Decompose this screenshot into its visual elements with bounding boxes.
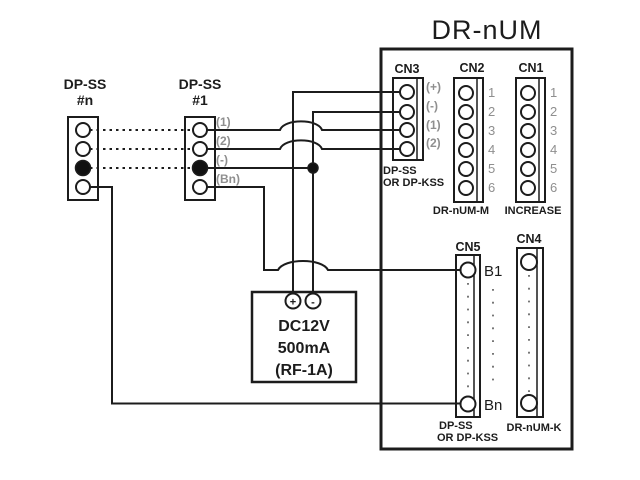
- cn5-caption-line1: DP-SS: [439, 420, 473, 432]
- cn3-pin-label-minus: (-): [426, 99, 438, 113]
- cn2-label: CN2: [459, 61, 484, 75]
- cn5-caption-line2: OR DP-KSS: [437, 432, 498, 444]
- main-unit-title: DR-nUM: [432, 15, 543, 45]
- cn1-pin-number: 5: [550, 161, 557, 176]
- cn2-pin-2: [458, 104, 474, 120]
- junction-dot: [307, 162, 319, 174]
- cn3-pin-minus: [399, 104, 415, 120]
- dpss-1-pin-bn: [192, 179, 208, 195]
- dpss-n-unit: DP-SS #n: [64, 76, 107, 201]
- cn1-connector: CN1 1 2 3 4 5 6 INCREASE: [505, 61, 562, 217]
- psu-model: (RF-1A): [275, 362, 333, 379]
- cn1-pin-2: [520, 104, 536, 120]
- cn2-pin-number: 5: [488, 161, 495, 176]
- cn3-pin-2: [399, 141, 415, 157]
- minus-terminal-icon: [304, 292, 322, 310]
- main-unit-body: [379, 47, 574, 451]
- dpss-1-pin-label-1: (1): [216, 115, 231, 129]
- cn1-pin-1: [520, 85, 536, 101]
- psu-current: 500mA: [278, 340, 331, 357]
- wire-plus: [292, 91, 401, 294]
- dpss-n-pin-minus-filled: [74, 159, 92, 177]
- cn5-pin-b1: [459, 261, 477, 279]
- cn1-pin-5: [520, 161, 536, 177]
- plus-terminal-icon: [284, 292, 302, 310]
- dpss-1-body: [184, 116, 216, 201]
- cn4-pin-bottom: [520, 394, 538, 412]
- cn5-connector: CN5 B1 Bn DP-SS OR DP-KSS: [437, 240, 502, 444]
- cn3-connector: CN3 (+) (-) (1) (2) DP-SS OR DP-KSS: [383, 62, 444, 189]
- dpss-1-title: DP-SS: [179, 76, 222, 92]
- cn1-pin-number: 2: [550, 104, 557, 119]
- cn4-label: CN4: [516, 232, 541, 246]
- cn3-caption-line1: DP-SS: [383, 165, 417, 177]
- cn2-pin-4: [458, 142, 474, 158]
- dpss-n-pin-1: [75, 122, 91, 138]
- cn2-pin-1: [458, 85, 474, 101]
- dpss-1-pin-label-minus: (-): [216, 153, 228, 167]
- cn5-terminal-bn: Bn: [484, 397, 502, 414]
- cn1-body: [515, 77, 546, 203]
- cn3-pin-1: [399, 122, 415, 138]
- cn4-connector: CN4 DR-nUM-K: [507, 232, 562, 434]
- cn2-pin-number: 2: [488, 104, 495, 119]
- wire-line1: [207, 120, 401, 131]
- wire-minus: [312, 111, 401, 294]
- wire-line2: [207, 139, 401, 150]
- cn1-label: CN1: [518, 61, 543, 75]
- dpss-1-pin-1: [192, 122, 208, 138]
- cn5-label: CN5: [455, 240, 480, 254]
- cn1-pin-number: 6: [550, 180, 557, 195]
- cn3-pin-plus: [399, 84, 415, 100]
- cn5-terminal-b1: B1: [484, 263, 502, 280]
- dpss-n-body: [67, 116, 99, 201]
- cn3-caption-line2: OR DP-KSS: [383, 177, 444, 189]
- dpss-1-number: #1: [192, 92, 208, 108]
- dpss-1-pin-2: [192, 141, 208, 157]
- dpss-n-pin-2: [75, 141, 91, 157]
- cn2-caption: DR-nUM-M: [433, 205, 489, 217]
- cn1-caption: INCREASE: [505, 205, 562, 217]
- dpss-n-number: #n: [77, 92, 93, 108]
- cn1-pin-4: [520, 142, 536, 158]
- cn2-pin-6: [458, 180, 474, 196]
- cn2-connector: CN2 1 2 3 4 5 6 DR-nUM-M: [433, 61, 495, 217]
- cn3-label: CN3: [394, 62, 419, 76]
- dpss-n-pin-bn: [75, 179, 91, 195]
- cn1-pin-3: [520, 123, 536, 139]
- dpss-1-pin-label-bn: (Bn): [216, 172, 240, 186]
- cn2-pin-number: 4: [488, 142, 495, 157]
- cn3-pin-label-2: (2): [426, 136, 441, 150]
- cn2-body: [453, 77, 484, 203]
- dpss-1-pin-label-2: (2): [216, 134, 231, 148]
- cn5-pin-bn: [459, 395, 477, 413]
- plus-terminal-sign: +: [290, 297, 296, 309]
- cn2-pin-3: [458, 123, 474, 139]
- dpss-1-unit: DP-SS #1 (1) (2) (-) (Bn): [179, 76, 240, 201]
- power-supply: + - DC12V 500mA (RF-1A): [250, 290, 358, 384]
- cn3-pin-label-plus: (+): [426, 80, 441, 94]
- wire-b1: [207, 186, 461, 271]
- minus-terminal-sign: -: [311, 297, 315, 309]
- cn2-pin-number: 6: [488, 180, 495, 195]
- cn1-pin-6: [520, 180, 536, 196]
- cn5-body: [455, 254, 481, 418]
- cn1-pin-number: 1: [550, 85, 557, 100]
- cn2-pin-number: 3: [488, 123, 495, 138]
- cn3-pin-label-1: (1): [426, 118, 441, 132]
- cn4-caption: DR-nUM-K: [507, 422, 562, 434]
- power-supply-body: [250, 290, 358, 384]
- dpss-1-pin-minus-filled: [191, 159, 209, 177]
- cn2-pin-number: 1: [488, 85, 495, 100]
- cn4-pin-top: [520, 253, 538, 271]
- wire-bn: [90, 186, 461, 405]
- cn2-pin-5: [458, 161, 474, 177]
- cn1-pin-number: 4: [550, 142, 557, 157]
- cn3-body: [392, 77, 424, 161]
- psu-voltage: DC12V: [278, 318, 330, 335]
- cn4-body: [516, 247, 544, 418]
- cn1-pin-number: 3: [550, 123, 557, 138]
- dpss-n-title: DP-SS: [64, 76, 107, 92]
